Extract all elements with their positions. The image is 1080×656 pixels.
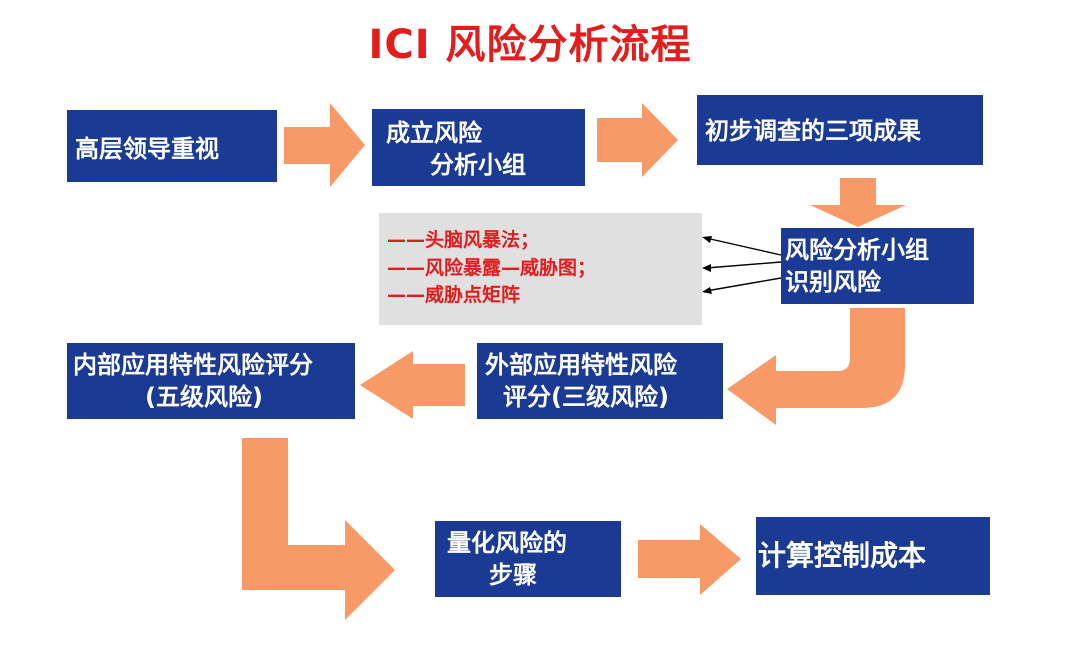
external-label-line1: 外部应用特性风险 — [485, 351, 677, 379]
arrow-right-2 — [597, 103, 678, 177]
identify-label-line2: 识别风险 — [785, 268, 881, 297]
arrow-right-3 — [638, 524, 741, 595]
cost-label: 计算控制成本 — [758, 539, 927, 572]
method-item: ——风险暴露—威胁图； — [387, 256, 597, 279]
methods-note: ——头脑风暴法； ——风险暴露—威胁图； ——威胁点矩阵 — [379, 213, 702, 325]
identify-risk-box: 风险分析小组 识别风险 — [781, 228, 974, 304]
arrow-down — [810, 178, 906, 227]
arrow-curve — [727, 308, 905, 425]
external-score-box: 外部应用特性风险 评分(三级风险) — [477, 343, 723, 419]
external-label-line2: 评分(三级风险) — [503, 383, 669, 412]
method-item: ——头脑风暴法； — [387, 229, 540, 251]
arrow-right-1 — [284, 103, 365, 187]
pointer-arrows — [705, 237, 782, 292]
identify-label-line1: 风险分析小组 — [785, 236, 929, 264]
team-label-line1: 成立风险 — [386, 119, 482, 147]
internal-score-box: 内部应用特性风险评分 (五级风险) — [67, 343, 355, 419]
internal-label-line2: (五级风险) — [145, 383, 263, 412]
quantify-label-line2: 步骤 — [489, 561, 537, 590]
team-box: 成立风险 分析小组 — [372, 109, 585, 186]
internal-label-line1: 内部应用特性风险评分 — [73, 351, 313, 379]
method-item: ——威胁点矩阵 — [387, 284, 521, 307]
leadership-label: 高层领导重视 — [75, 135, 219, 163]
initial-findings-label: 初步调查的三项成果 — [705, 117, 921, 145]
team-label-line2: 分析小组 — [430, 151, 526, 180]
page-title: ICI 风险分析流程 — [368, 22, 692, 68]
initial-findings-box: 初步调查的三项成果 — [697, 95, 983, 165]
arrow-elbow — [242, 438, 395, 620]
arrow-left — [360, 351, 465, 419]
quantify-label-line1: 量化风险的 — [447, 529, 567, 557]
leadership-box: 高层领导重视 — [67, 110, 277, 182]
quantify-box: 量化风险的 步骤 — [435, 521, 621, 597]
cost-box: 计算控制成本 — [756, 517, 990, 595]
